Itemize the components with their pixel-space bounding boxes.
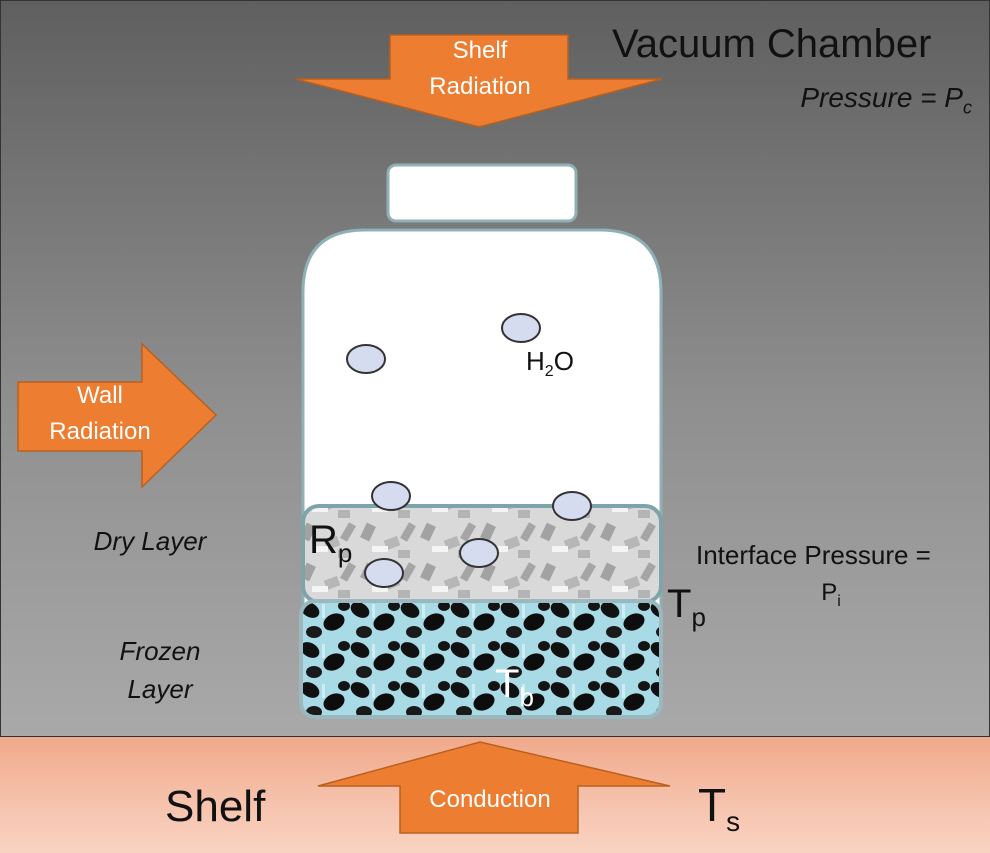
conduction-label: Conduction xyxy=(429,786,551,813)
chamber-title: Vacuum Chamber xyxy=(612,22,932,66)
vial-cap xyxy=(386,163,578,223)
water-molecule xyxy=(371,481,411,511)
wall-radiation-label: Wall Radiation xyxy=(49,382,151,445)
water-molecule xyxy=(364,558,404,588)
shelf-radiation-label: Shelf Radiation xyxy=(429,37,531,100)
wall-radiation-arrow xyxy=(17,342,218,489)
water-molecule xyxy=(346,344,386,374)
interface-pressure-label: Interface Pressure = Pi xyxy=(696,540,931,610)
dry-layer-label: Dry Layer xyxy=(93,526,207,556)
temperature-ts: Ts xyxy=(698,779,741,838)
water-molecule xyxy=(552,491,592,521)
frozen-layer xyxy=(299,599,663,719)
water-label: H2O xyxy=(526,346,574,381)
resistance-rp: Rp xyxy=(309,518,353,568)
temperature-tb: Tb xyxy=(495,662,534,712)
water-molecule xyxy=(459,538,499,568)
water-molecule xyxy=(501,313,541,343)
conduction-arrow xyxy=(317,741,671,834)
temperature-tp: Tp xyxy=(667,582,706,632)
shelf-label: Shelf xyxy=(165,782,266,831)
chamber-pressure: Pressure = Pc xyxy=(800,82,972,118)
frozen-layer-label: Frozen Layer xyxy=(119,636,201,704)
shelf-radiation-arrow xyxy=(295,34,663,128)
